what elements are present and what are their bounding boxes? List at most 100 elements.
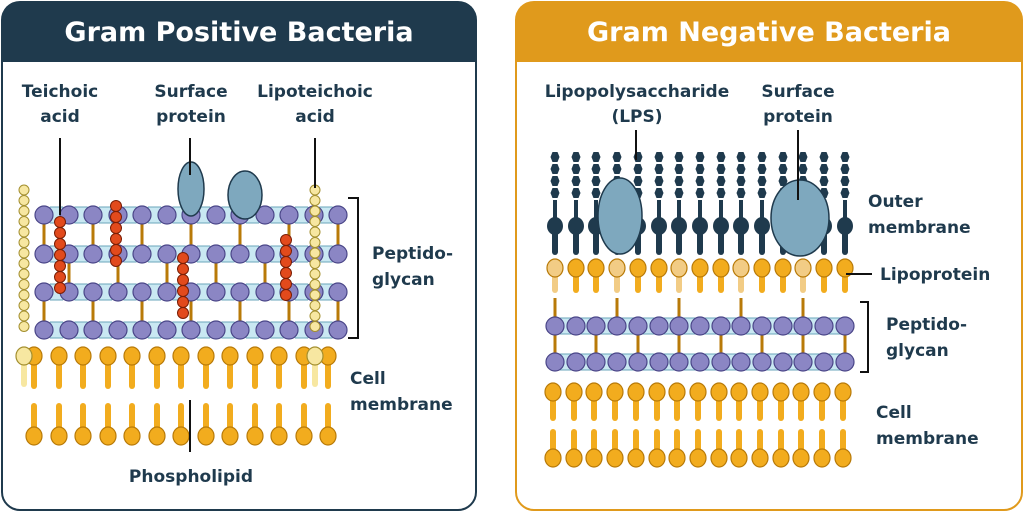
lps-sugar-2-2 xyxy=(591,176,601,186)
neg-lipid-bottom-3-head xyxy=(606,448,624,468)
lps-sugar-8-0 xyxy=(716,152,726,162)
neg-lipid-top-4-head xyxy=(627,382,645,402)
ta-2-bead-2 xyxy=(110,222,122,234)
lps-sugar-5-0 xyxy=(654,152,664,162)
outer-inner-lipid-3-head xyxy=(608,258,626,278)
positive-cell-membrane xyxy=(25,346,337,446)
negative-surface-protein-1 xyxy=(597,177,643,255)
pos-lipid-top-1-head xyxy=(50,346,68,366)
neg-pg-sugar-0-1 xyxy=(566,316,586,336)
neg-lipid-bottom-5-head xyxy=(648,448,666,468)
lta-left-bead-5 xyxy=(18,237,30,248)
pos-lipid-top-4-head xyxy=(123,346,141,366)
pos-pg-sugar-3-2 xyxy=(83,320,103,340)
pos-pg-sugar-0-7 xyxy=(206,205,226,225)
cell-membrane-label-line2: membrane xyxy=(350,395,453,415)
lta-left-bead-0 xyxy=(18,184,30,196)
pos-lipid-bottom-6-head xyxy=(172,426,190,446)
lps-sugar-13-0 xyxy=(819,152,829,162)
negative-peptidoglycan-label-line2: glycan xyxy=(886,341,949,361)
lps-sugar-8-1 xyxy=(716,164,726,174)
neg-pg-sugar-0-3 xyxy=(607,316,627,336)
lta-left-bead-2 xyxy=(18,205,30,217)
lipoteichoic-acid-chains xyxy=(15,184,324,387)
lps-sugar-0-3 xyxy=(550,188,560,198)
negative-surface-label-line2: protein xyxy=(763,107,833,127)
lps-sugar-6-2 xyxy=(674,176,684,186)
neg-lipid-bottom-0-head xyxy=(544,448,562,468)
neg-pg-sugar-0-6 xyxy=(669,316,689,336)
lta-right-bead-1 xyxy=(309,195,321,206)
neg-lipid-top-9-head xyxy=(730,382,748,402)
ta-3-bead-4 xyxy=(177,296,189,308)
pos-lipid-bottom-2-head xyxy=(74,426,92,446)
pos-lipid-top-6-head xyxy=(172,346,190,366)
neg-lipid-top-8-head xyxy=(710,382,728,402)
outer-inner-lipid-14-head xyxy=(836,258,854,278)
ta-1-bead-5 xyxy=(54,271,66,283)
ta-1-bead-3 xyxy=(54,249,66,261)
lipoprotein-label: Lipoprotein xyxy=(880,265,990,285)
ta-3-bead-2 xyxy=(177,274,189,286)
lps-sugar-4-1 xyxy=(633,164,643,174)
pos-pg-sugar-1-0 xyxy=(34,244,54,264)
lps-sugar-1-3 xyxy=(571,188,581,198)
lps-sugar-6-0 xyxy=(674,152,684,162)
neg-pg-sugar-1-12 xyxy=(793,352,813,372)
lps-sugar-6-1 xyxy=(674,164,684,174)
pos-pg-sugar-2-4 xyxy=(132,282,152,302)
pos-pg-sugar-2-5 xyxy=(157,282,177,302)
lps-head-1 xyxy=(568,217,584,235)
outer-membrane-label-line2: membrane xyxy=(868,218,971,238)
lps-sugar-9-2 xyxy=(736,176,746,186)
neg-pg-sugar-1-6 xyxy=(669,352,689,372)
ta-2-bead-3 xyxy=(110,233,122,245)
lps-sugar-0-1 xyxy=(550,164,560,174)
neg-lipid-top-12-head xyxy=(792,382,810,402)
surface-protein-label-line1: Surface xyxy=(154,82,227,102)
pos-pg-sugar-0-12 xyxy=(328,205,348,225)
neg-lipid-top-0-head xyxy=(544,382,562,402)
outer-inner-lipid-13-head xyxy=(815,258,833,278)
pos-pg-sugar-1-7 xyxy=(206,244,226,264)
ta-3-bead-5 xyxy=(177,307,189,319)
lps-head-14 xyxy=(837,217,853,235)
outer-inner-lipid-8-head xyxy=(712,258,730,278)
pos-pg-sugar-1-9 xyxy=(255,244,275,264)
neg-pg-sugar-0-13 xyxy=(814,316,834,336)
neg-pg-sugar-1-14 xyxy=(835,352,855,372)
lta-left-bead-12 xyxy=(18,310,30,322)
pos-pg-sugar-0-10 xyxy=(279,205,299,225)
ta-1-bead-4 xyxy=(54,260,66,272)
neg-lipid-bottom-14-head xyxy=(834,448,852,468)
pos-lipid-bottom-4-head xyxy=(123,426,141,446)
neg-lipid-bottom-7-head xyxy=(689,448,707,468)
lps-sugar-10-3 xyxy=(757,188,767,198)
lps-sugar-2-1 xyxy=(591,164,601,174)
lta-right-bead-3 xyxy=(309,216,321,227)
lta-right-bead-7 xyxy=(309,258,321,269)
neg-pg-sugar-1-11 xyxy=(773,352,793,372)
pos-pg-sugar-0-4 xyxy=(132,205,152,225)
neg-pg-sugar-0-7 xyxy=(690,316,710,336)
lps-sugar-7-0 xyxy=(695,152,705,162)
negative-title: Gram Negative Bacteria xyxy=(587,17,951,48)
pos-pg-sugar-3-9 xyxy=(255,320,275,340)
lipoteichoic-label-line1: Lipoteichoic xyxy=(257,82,373,102)
ta-2-bead-4 xyxy=(110,244,122,256)
lps-head-6 xyxy=(671,217,687,235)
lta-right-bead-11 xyxy=(309,300,321,311)
pos-pg-sugar-2-2 xyxy=(83,282,103,302)
lps-sugar-7-1 xyxy=(695,164,705,174)
lps-sugar-10-0 xyxy=(757,152,767,162)
pos-lipid-bottom-10-head xyxy=(270,426,288,446)
lps-sugar-14-2 xyxy=(840,176,850,186)
pos-pg-sugar-3-8 xyxy=(230,320,250,340)
ta-4-bead-2 xyxy=(280,256,292,268)
lta-right-bead-6 xyxy=(309,247,321,259)
lta-left-bead-10 xyxy=(18,289,30,301)
lps-sugar-4-2 xyxy=(633,176,643,186)
pos-lipid-bottom-11-head xyxy=(295,426,313,446)
lps-sugar-8-2 xyxy=(716,176,726,186)
